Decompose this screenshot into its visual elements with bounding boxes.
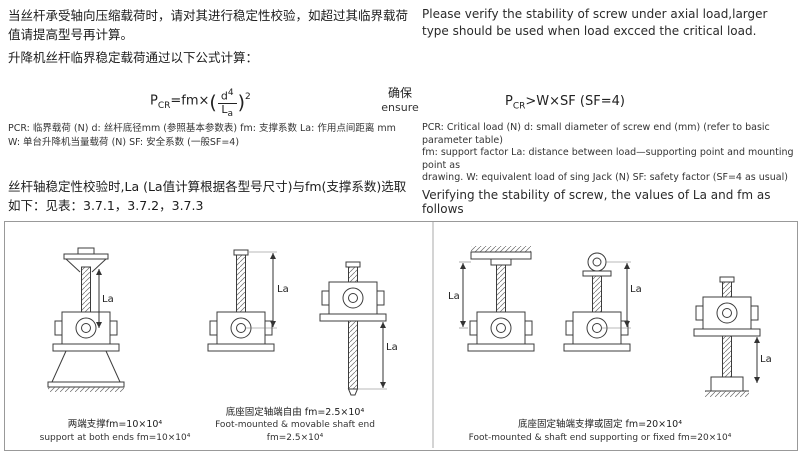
caption-both-ends: 两端支撑fm=10×10⁴ support at both ends fm=10… [25, 419, 205, 444]
caption-en: support at both ends fm=10×10⁴ [39, 432, 191, 443]
formula-subscript: CR [157, 100, 171, 111]
jack-diagram-screw-down: La [319, 261, 398, 396]
caption-en: Foot-mounted & movable shaft end fm=2.5×… [215, 420, 375, 443]
verify-paragraph-zh: 丝杆轴稳定性校验时,La (La值计算根据各型号尺寸)与fm(支撑系数)选取如下… [8, 179, 407, 213]
formula-rest: >W×SF (SF=4) [525, 94, 625, 109]
definitions-zh: PCR: 临界载荷 (N) d: 丝杆底径mm (参照基本参数表) fm: 支撑… [8, 122, 418, 150]
fraction-numerator: d4 [217, 88, 237, 105]
caption-zh: 底座固定轴端支撑或固定 fm=20×10⁴ [517, 419, 683, 430]
la-dimension-label: La [630, 284, 642, 295]
open-paren: ( [209, 91, 217, 114]
intro-paragraph-zh-1: 当丝杆承受轴向压缩载荷时，请对其进行稳定性校验，如超过其临界载荷值请提高型号再计… [8, 8, 409, 42]
intro-paragraph-zh-2: 升降机丝杆临界稳定载荷通过以下公式计算： [8, 50, 259, 65]
la-dimension-label: La [760, 354, 772, 365]
la-dimension-label: La [386, 342, 398, 353]
outer-exponent: 2 [244, 91, 251, 102]
jack-diagram-foot-mounted-free: La [207, 249, 289, 352]
ensure-label: 确保 ensure [372, 84, 428, 114]
jack-diagram-both-ends: La [47, 247, 125, 392]
intro-column-zh: 当丝杆承受轴向压缩载荷时，请对其进行稳定性校验，如超过其临界载荷值请提高型号再计… [8, 6, 412, 67]
caption-zh: 两端支撑fm=10×10⁴ [67, 419, 163, 430]
formula-subscript: CR [512, 101, 526, 112]
ensure-label-zh: 确保 [387, 86, 412, 100]
verify-paragraph-en: Verifying the stability of screw, the va… [422, 188, 771, 216]
definitions-line: PCR: Critical load (N) d: small diameter… [422, 122, 770, 146]
jack-diagram-shaft-end-fixed: La [448, 246, 535, 352]
definitions-en: PCR: Critical load (N) d: small diameter… [422, 122, 798, 185]
intro-column-en: Please verify the stability of screw und… [422, 6, 796, 40]
la-dimension-label: La [448, 291, 460, 302]
formula-mid: =fm× [170, 93, 210, 109]
mounting-diagrams-box: La La La [4, 221, 798, 451]
jack-diagram-shaft-end-supported: La [563, 252, 642, 352]
caption-foot-mounted-free: 底座固定轴端自由 fm=2.5×10⁴ Foot-mounted & movab… [195, 407, 395, 445]
intro-paragraph-en: Please verify the stability of screw und… [422, 7, 768, 38]
definitions-line: drawing. W: equivalent load of sing Jack… [422, 172, 788, 183]
definitions-line: W: 单台升降机当量载荷 (N) SF: 安全系数 (一般SF=4) [8, 137, 240, 148]
formula-base: P [505, 94, 513, 109]
close-paren: ) [237, 91, 245, 114]
definitions-line: fm: support factor La: distance between … [422, 147, 794, 171]
jack-diagram-screw-down-supported: La [693, 276, 772, 397]
la-dimension-label: La [277, 284, 289, 295]
caption-zh: 底座固定轴端自由 fm=2.5×10⁴ [225, 406, 365, 418]
la-dimension-label: La [102, 294, 114, 305]
caption-foot-mounted-fixed: 底座固定轴端支撑或固定 fm=20×10⁴ Foot-mounted & sha… [450, 419, 750, 444]
formula-base: P [150, 93, 158, 109]
definitions-line: PCR: 临界载荷 (N) d: 丝杆底径mm (参照基本参数表) fm: 支撑… [8, 123, 396, 134]
fraction-denominator: La [221, 103, 234, 120]
caption-en: Foot-mounted & shaft end supporting or f… [468, 432, 732, 443]
ensure-label-en: ensure [381, 101, 419, 114]
check-formula: PCR>W×SF (SF=4) [505, 94, 625, 112]
jack-diagrams-svg: La La La [47, 222, 772, 448]
